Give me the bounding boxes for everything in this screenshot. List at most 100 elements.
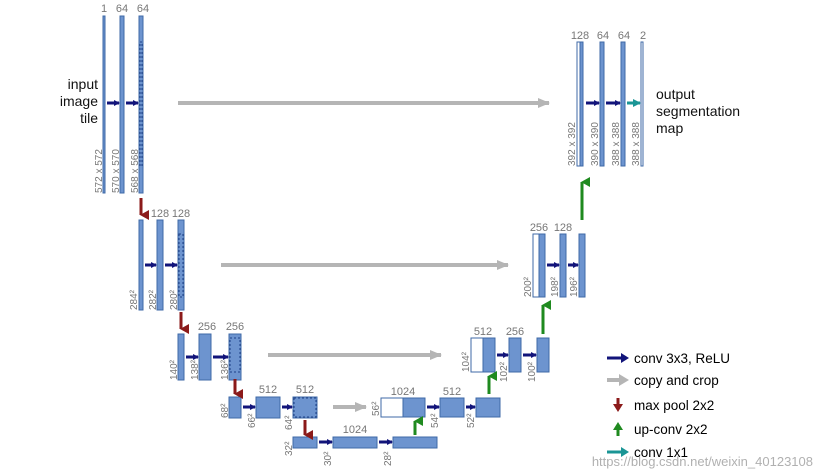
legend-item-conv1: conv 1x1 (606, 442, 688, 462)
size-labels: 572 x 572 570 x 570 568 x 568 284² 282² … (94, 122, 642, 466)
legend-item-conv: conv 3x3, ReLU (606, 348, 730, 368)
legend-label: conv 3x3, ReLU (634, 350, 731, 366)
size-label: 30² (323, 451, 334, 466)
conv-arrows (107, 100, 621, 445)
size-label: 570 x 570 (111, 149, 122, 193)
legend-label: copy and crop (634, 372, 719, 388)
size-label: 54² (430, 413, 441, 428)
fmap-l5-a (292, 436, 318, 449)
copy-arrows (178, 98, 550, 412)
fmap-u3-up (482, 337, 496, 373)
fmap-u4-b (475, 397, 501, 418)
fmap-l2-c (177, 219, 185, 311)
fmap-u2-up (538, 233, 546, 298)
fmap-u3-copy (470, 337, 484, 373)
crop-l1 (139, 41, 143, 167)
fmap-l3-b (198, 333, 212, 381)
upconv-arrows (413, 177, 590, 435)
output-label-line: segmentation (656, 103, 741, 119)
channel-label: 256 (506, 326, 524, 338)
size-label: 136² (220, 359, 231, 380)
size-label: 392 x 392 (567, 122, 578, 166)
fmap-l1-a (119, 15, 125, 194)
down-arrow-icon (613, 398, 623, 412)
channel-label: 512 (443, 386, 461, 398)
size-label: 388 x 388 (611, 122, 622, 166)
legend-label: up-conv 2x2 (634, 421, 708, 437)
legend-label: conv 1x1 (634, 444, 689, 460)
size-label: 196² (569, 276, 580, 297)
fmap-u1-up (579, 41, 584, 167)
output-label-line: map (656, 120, 684, 136)
channel-label: 256 (530, 222, 548, 234)
fmap-l3-a (177, 333, 185, 381)
channel-label: 64 (116, 3, 128, 15)
channel-label: 128 (172, 208, 190, 220)
fmap-l4-b (255, 396, 281, 419)
channel-label: 512 (474, 326, 492, 338)
size-label: 32² (284, 441, 295, 456)
size-label: 100² (527, 361, 538, 382)
size-label: 200² (523, 276, 534, 297)
fmap-u4-a (439, 397, 465, 418)
channel-label: 1024 (391, 386, 415, 398)
channel-label: 64 (597, 30, 609, 42)
size-label: 28² (383, 451, 394, 466)
size-label: 282² (148, 289, 159, 310)
up-arrow-icon (613, 422, 623, 436)
size-label: 64² (284, 415, 295, 430)
size-label: 102² (499, 361, 510, 382)
channel-label: 1024 (343, 424, 367, 436)
size-label: 140² (169, 359, 180, 380)
channel-label: 256 (198, 321, 216, 333)
channel-label: 512 (259, 384, 277, 396)
size-label: 66² (247, 413, 258, 428)
channel-label: 128 (554, 222, 572, 234)
copy-arrow-icon (607, 374, 629, 386)
watermark: https://blog.csdn.net/weixin_40123108 (591, 454, 813, 469)
crop-l3 (229, 337, 241, 373)
size-label: 390 x 390 (590, 122, 601, 166)
fmap-u2-a (559, 233, 567, 298)
channel-label: 128 (571, 30, 589, 42)
fmap-l2-b (156, 219, 164, 311)
channel-label: 64 (137, 3, 149, 15)
size-label: 56² (371, 401, 382, 416)
teal-arrow-icon (607, 447, 629, 457)
fmap-u1-out (640, 41, 644, 167)
size-label: 280² (169, 289, 180, 310)
channel-label: 64 (618, 30, 630, 42)
size-label: 68² (220, 403, 231, 418)
legend-item-pool: max pool 2x2 (606, 395, 714, 415)
crop-l4 (293, 397, 317, 418)
fmap-l5-b (332, 436, 378, 449)
crop-regions (139, 41, 317, 418)
channel-label: 128 (151, 208, 169, 220)
fmap-u4-copy (380, 397, 404, 418)
size-label: 104² (461, 351, 472, 372)
channel-label: 512 (296, 384, 314, 396)
fmap-u1-b (620, 41, 626, 167)
output-label: output segmentation map (656, 86, 796, 137)
fmap-u3-a (508, 337, 522, 373)
input-label-line: input (67, 76, 98, 92)
channel-labels: 1 64 64 128 128 256 256 512 512 1024 102… (101, 3, 646, 436)
conv-arrow-icon (607, 353, 629, 363)
input-label: input image tile (48, 76, 98, 127)
size-label: 388 x 388 (631, 122, 642, 166)
size-label: 284² (129, 289, 140, 310)
fmap-u3-b (536, 337, 550, 373)
fmap-u4-up (402, 397, 426, 418)
size-label: 572 x 572 (94, 149, 105, 193)
channel-label: 1 (101, 3, 107, 15)
fmap-l1-input (102, 15, 106, 194)
legend-item-upconv: up-conv 2x2 (606, 419, 708, 439)
legend-item-copy: copy and crop (606, 370, 719, 390)
fmap-l2-a (138, 219, 144, 311)
size-label: 138² (190, 359, 201, 380)
fmap-l4-c (292, 396, 318, 419)
channel-label: 2 (640, 30, 646, 42)
output-label-line: output (656, 86, 695, 102)
size-label: 198² (550, 276, 561, 297)
